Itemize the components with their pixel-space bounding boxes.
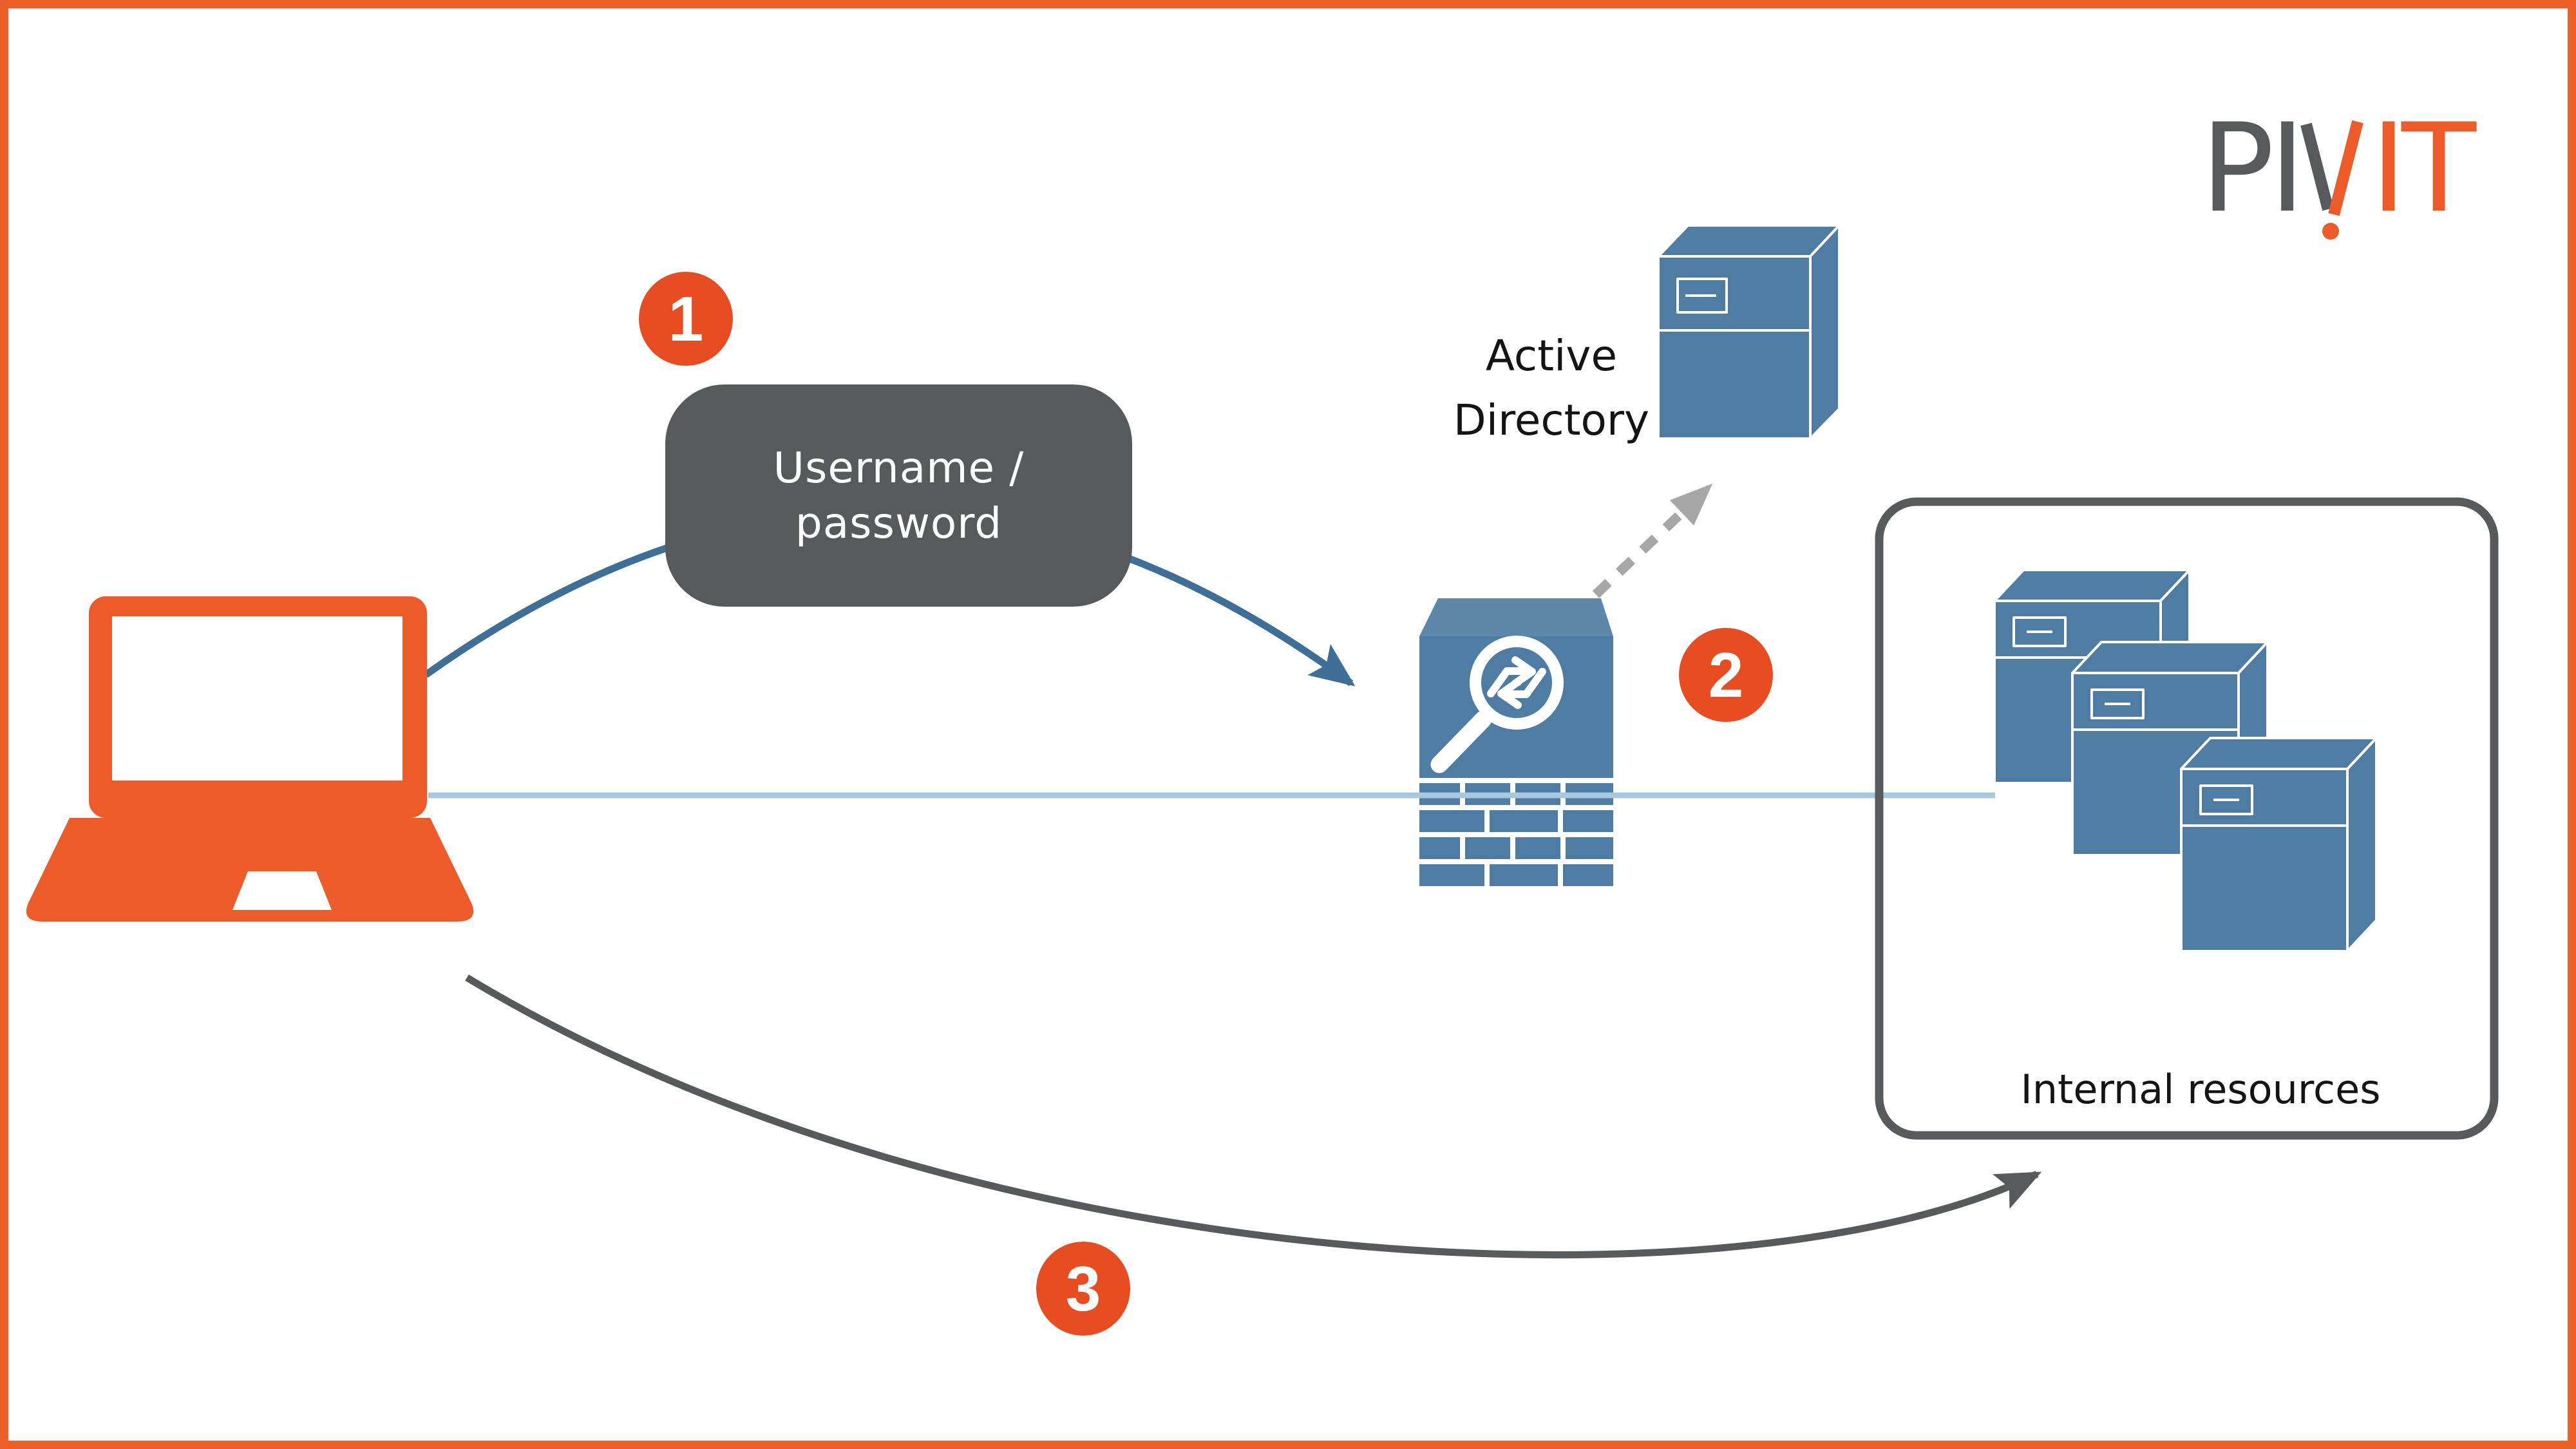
active-directory-server-icon — [1657, 224, 1841, 440]
active-directory-label-line1: Active — [1485, 331, 1618, 381]
logo-orange-letters: IT — [2371, 99, 2477, 240]
logo-dot — [2322, 223, 2339, 240]
internal-resources-box — [1875, 497, 2499, 1140]
pivit-logo-art: PI IT — [2201, 97, 2482, 240]
laptop-base — [26, 818, 474, 922]
step-3-badge: 3 — [1036, 1242, 1130, 1336]
firewall-top-face — [1419, 598, 1613, 636]
server-stack-icon — [1993, 569, 2378, 952]
active-directory-label-line2: Directory — [1453, 395, 1650, 445]
directory-lookup-dashed-arrow — [1592, 483, 1713, 598]
server-icon-3 — [2180, 737, 2378, 952]
credentials-box: Username / password — [665, 384, 1132, 607]
diagram-canvas — [26, 224, 2499, 1258]
step-1-badge: 1 — [639, 272, 733, 366]
laptop-touchpad — [232, 871, 332, 910]
traffic-inspection-magnifier-icon — [1430, 636, 1564, 773]
step-3-number: 3 — [1065, 1253, 1101, 1324]
logo-v-strokes — [2300, 120, 2363, 240]
active-directory-label: Active Directory — [1390, 324, 1712, 453]
logo-gray-letters: PI — [2201, 99, 2300, 240]
step-1-number: 1 — [668, 283, 704, 354]
laptop-screen — [112, 616, 402, 781]
firewall-icon — [1419, 598, 1613, 886]
brick-wall — [1419, 783, 1613, 886]
credentials-label-line2: password — [795, 498, 1003, 548]
internal-resources-label: Internal resources — [2020, 1066, 2381, 1113]
step-2-number: 2 — [1708, 639, 1744, 710]
credentials-label-line1: Username / — [773, 442, 1025, 493]
resource-access-arrow — [465, 974, 2042, 1258]
pivit-logo: PI IT — [2192, 97, 2488, 253]
laptop-icon — [26, 596, 474, 922]
drive-slot — [1676, 278, 1728, 314]
step-2-badge: 2 — [1679, 628, 1773, 722]
